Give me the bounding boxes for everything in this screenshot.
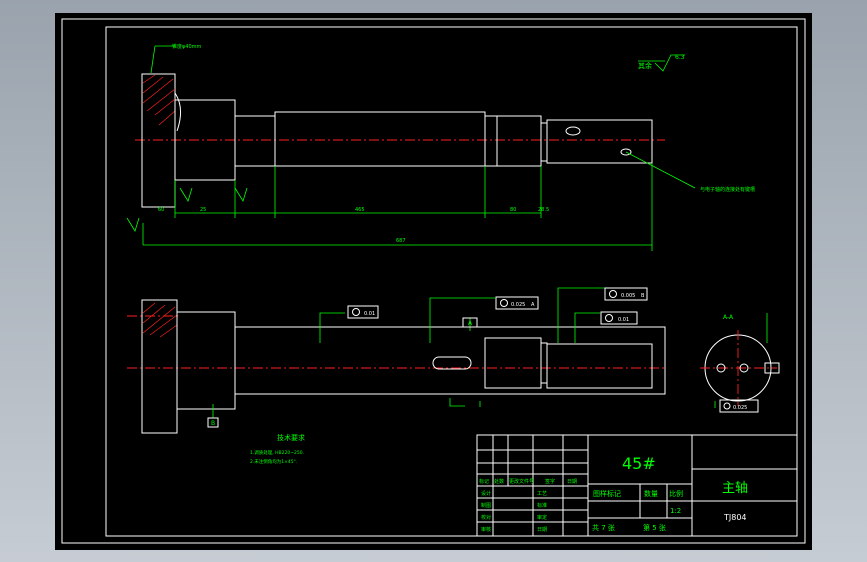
svg-text:0.005: 0.005	[621, 293, 635, 299]
scale-value: 1:2	[670, 507, 681, 515]
top-flange	[141, 73, 176, 208]
svg-text:更改文件号: 更改文件号	[509, 478, 534, 485]
svg-text:工艺: 工艺	[537, 491, 547, 497]
section-a-a: A-A 0.025	[700, 313, 780, 413]
svg-text:日期: 日期	[537, 527, 547, 533]
svg-text:制图: 制图	[481, 502, 491, 509]
svg-text:0.01: 0.01	[618, 317, 629, 323]
tol-frame-section	[719, 399, 759, 413]
bottom-main-shaft	[234, 326, 666, 395]
tol-frame-4: 0.01	[600, 311, 638, 325]
svg-text:设计: 设计	[481, 490, 491, 497]
datum-b-label: B	[211, 420, 215, 427]
cad-drawing-viewport[interactable]: 687 465 60 25 80 28.5 锥度φ40mm 与电子轴的连接处有键…	[55, 13, 812, 550]
part-name: 主轴	[722, 481, 748, 496]
top-flange-hatch	[142, 74, 176, 126]
svg-text:0.025: 0.025	[733, 405, 747, 411]
dim-mid-label: 80	[510, 207, 516, 213]
datum-box-a	[462, 317, 478, 328]
tol-frame-3: 0.005 B	[604, 287, 648, 301]
bottom-keyed-end	[546, 343, 653, 389]
svg-text:B: B	[641, 293, 645, 299]
roughness-value: 6.3	[675, 54, 685, 61]
note-line-2: 2.未注倒角均为1×45°.	[250, 458, 297, 465]
section-label: A-A	[723, 314, 734, 321]
svg-text:标准: 标准	[537, 502, 547, 509]
tol-frame-2: 0.025 A	[495, 296, 539, 310]
keyway-note: 与电子轴的连接处有键槽	[700, 186, 755, 193]
scale-header: 比例	[669, 489, 683, 498]
outer-frame	[61, 18, 806, 544]
weight-header: 数量	[644, 489, 658, 498]
top-leader-note: 锥度φ40mm	[172, 43, 202, 50]
inner-frame	[105, 26, 798, 537]
svg-text:A: A	[531, 302, 535, 308]
sheets-total: 共 7 张	[592, 523, 615, 532]
roughness-symbol	[654, 54, 685, 72]
dim-right-label: 28.5	[538, 207, 549, 213]
dim-main-label: 465	[355, 207, 365, 213]
top-thread-section	[496, 115, 542, 167]
dim-left-label: 60	[158, 207, 164, 213]
bottom-keyway-slot	[432, 356, 472, 370]
dim-small-label: 25	[200, 207, 206, 213]
svg-text:0.025: 0.025	[511, 302, 525, 308]
bottom-flange-hatch	[142, 302, 178, 338]
svg-text:标记: 标记	[479, 478, 489, 485]
svg-text:处数: 处数	[494, 478, 504, 485]
svg-text:校对: 校对	[481, 514, 491, 521]
svg-text:日期: 日期	[567, 479, 577, 485]
top-view: 687 465 60 25 80 28.5 锥度φ40mm 与电子轴的连接处有键…	[126, 43, 755, 251]
tol-frame-1: 0.01	[347, 305, 379, 319]
top-main-shaft	[274, 111, 486, 167]
bottom-view: 0.01 0.025 A 0.005 B 0.01 A B	[127, 287, 666, 434]
drawing-number: TJ804	[723, 513, 747, 522]
technical-notes: 技术要求 1.调质处理, HB220~250. 2.未注倒角均为1×45°.	[250, 433, 305, 465]
top-keyed-end	[546, 119, 653, 164]
datum-box-b	[207, 417, 219, 428]
mark-header: 图样标记	[593, 489, 621, 498]
dim-total-label: 687	[396, 238, 406, 244]
svg-text:审定: 审定	[537, 514, 547, 521]
datum-a-label: A	[468, 320, 473, 327]
svg-text:签字: 签字	[545, 478, 555, 485]
note-line-1: 1.调质处理, HB220~250.	[250, 449, 304, 456]
top-bearing-seat	[234, 115, 276, 167]
title-block: 标记 处数 更改文件号 签字 日期 设计 制图 校对 审核 工艺 标准 审定 日…	[476, 434, 798, 537]
sheet-number: 第 5 张	[643, 523, 666, 532]
material-label: 45#	[622, 454, 656, 473]
bottom-shoulder	[176, 311, 236, 410]
drawing-sheet: 687 465 60 25 80 28.5 锥度φ40mm 与电子轴的连接处有键…	[61, 18, 806, 544]
top-keyway	[565, 126, 581, 136]
roughness-other-label: 其余	[638, 61, 652, 70]
notes-heading: 技术要求	[277, 433, 305, 442]
svg-text:0.01: 0.01	[364, 311, 375, 317]
svg-text:审核: 审核	[481, 526, 491, 533]
